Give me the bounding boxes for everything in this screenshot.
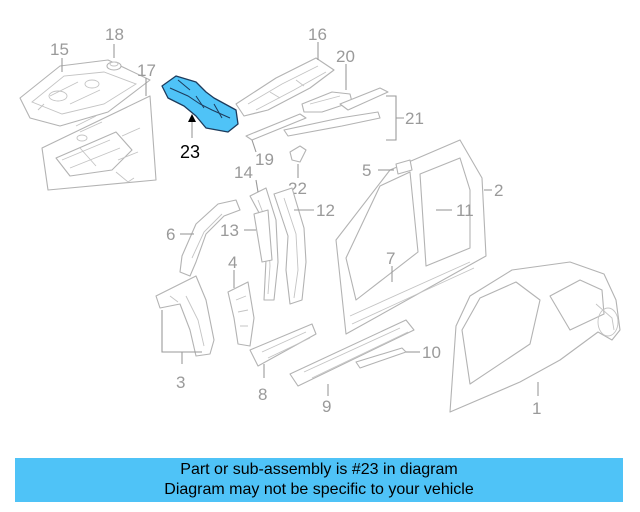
part-18-plug: [106, 61, 122, 71]
callout-16: 16: [308, 25, 327, 44]
part-1-body-side: [449, 261, 621, 413]
callout-12: 12: [316, 201, 335, 220]
info-banner: Part or sub-assembly is #23 in diagram D…: [15, 458, 623, 502]
callout-13: 13: [220, 221, 239, 240]
callout-10: 10: [422, 343, 441, 362]
callout-9: 9: [322, 397, 331, 416]
part-9-rocker: [289, 319, 415, 387]
part-15-floor-pan: [19, 59, 151, 127]
callout-5: 5: [362, 161, 371, 180]
leader-3: [161, 310, 202, 364]
callout-2: 2: [494, 181, 503, 200]
leader-21: [386, 95, 404, 141]
leader-19: [251, 139, 257, 153]
callout-1: 1: [532, 399, 541, 418]
part-17-floor-assembly: [41, 95, 157, 191]
parts-diagram: 15 18 17 23 16 20 19: [19, 25, 621, 418]
part-21-rails: [283, 87, 389, 137]
part-22-clip: [289, 145, 307, 163]
banner-line-1: Part or sub-assembly is #23 in diagram: [180, 461, 458, 478]
part-5-bracket: [395, 159, 413, 175]
leader-14: [255, 179, 259, 193]
callout-14: 14: [234, 163, 253, 182]
callout-7: 7: [386, 249, 395, 268]
callout-23: 23: [180, 142, 200, 162]
part-3-hinge-pillar: [155, 275, 215, 357]
callout-18: 18: [105, 25, 124, 44]
part-19-sill-strip: [245, 113, 307, 141]
callout-6: 6: [166, 225, 175, 244]
callout-3: 3: [176, 373, 185, 392]
banner-line-2: Diagram may not be specific to your vehi…: [164, 481, 474, 498]
part-13-pillar-inner: [253, 209, 273, 263]
callout-4: 4: [228, 253, 237, 272]
part-8-rocker-reinf: [249, 323, 317, 367]
callout-15: 15: [50, 40, 69, 59]
callout-17: 17: [137, 61, 156, 80]
callout-19: 19: [255, 150, 274, 169]
callout-21: 21: [405, 109, 424, 128]
part-16-floor-center: [235, 57, 335, 117]
part-4-reinforcement: [227, 281, 255, 347]
callout-20: 20: [336, 47, 355, 66]
part-23-crossmember: [161, 75, 239, 133]
callout-11: 11: [456, 201, 474, 220]
arrow-23: [188, 114, 196, 122]
callout-8: 8: [258, 385, 267, 404]
part-6-front-pillar: [179, 199, 241, 277]
part-12-pillar: [273, 187, 307, 305]
